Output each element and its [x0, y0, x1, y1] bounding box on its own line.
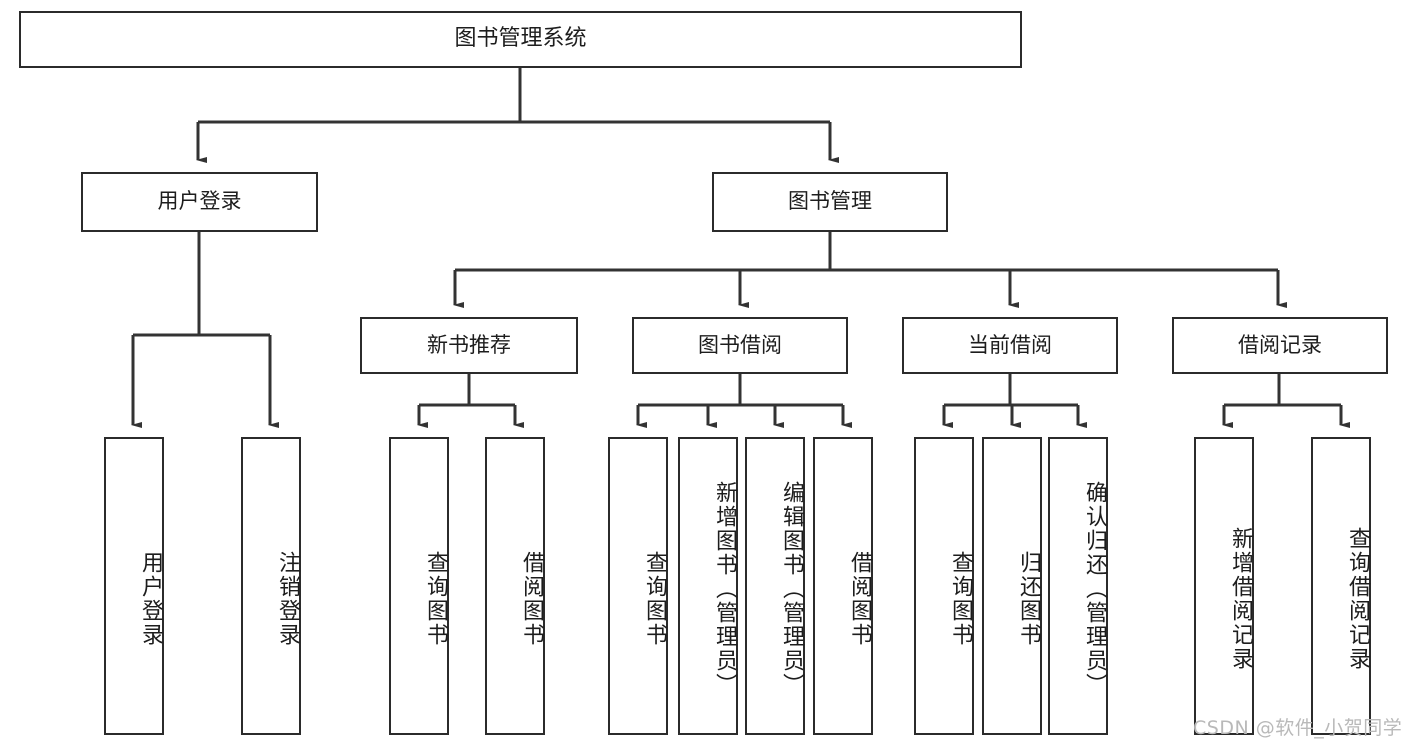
- leaf-borrow-book-recommend[interactable]: 借阅图书: [485, 437, 545, 735]
- node-label: 图书借阅: [698, 332, 782, 357]
- node-label: 确认归还（管理员）: [1082, 481, 1107, 697]
- node-label: 图书管理: [788, 189, 872, 214]
- leaf-query-book-current[interactable]: 查询图书: [914, 437, 974, 735]
- node-borrow-record[interactable]: 借阅记录: [1172, 317, 1388, 374]
- watermark: CSDN @软件_小贺同学: [1193, 717, 1403, 739]
- leaf-query-book-borrow[interactable]: 查询图书: [608, 437, 668, 735]
- node-root-system[interactable]: 图书管理系统: [19, 11, 1022, 68]
- node-label: 查询图书: [642, 551, 667, 647]
- leaf-borrow-book-borrow[interactable]: 借阅图书: [813, 437, 873, 735]
- leaf-query-book-recommend[interactable]: 查询图书: [389, 437, 449, 735]
- node-label: 新增借阅记录: [1228, 527, 1253, 671]
- leaf-edit-book-admin[interactable]: 编辑图书（管理员）: [745, 437, 805, 735]
- leaf-query-borrow-record[interactable]: 查询借阅记录: [1311, 437, 1371, 735]
- node-label: 查询图书: [948, 551, 973, 647]
- leaf-return-book[interactable]: 归还图书: [982, 437, 1042, 735]
- node-label: 新书推荐: [427, 332, 511, 357]
- leaf-add-book-admin[interactable]: 新增图书（管理员）: [678, 437, 738, 735]
- node-label: 编辑图书（管理员）: [779, 481, 804, 697]
- node-label: 查询图书: [423, 551, 448, 647]
- node-label: 图书管理系统: [454, 26, 587, 52]
- leaf-confirm-return-admin[interactable]: 确认归还（管理员）: [1048, 437, 1108, 735]
- node-book-borrow[interactable]: 图书借阅: [632, 317, 848, 374]
- node-label: 借阅记录: [1238, 332, 1322, 357]
- node-label: 查询借阅记录: [1345, 527, 1370, 671]
- node-label: 当前借阅: [968, 332, 1052, 357]
- node-label: 用户登录: [157, 189, 242, 214]
- node-label: 新增图书（管理员）: [712, 481, 737, 697]
- leaf-user-logout[interactable]: 注销登录: [241, 437, 301, 735]
- node-label: 归还图书: [1016, 551, 1041, 647]
- leaf-add-borrow-record[interactable]: 新增借阅记录: [1194, 437, 1254, 735]
- node-book-manage[interactable]: 图书管理: [712, 172, 948, 232]
- node-label: 用户登录: [138, 551, 163, 647]
- node-user-login[interactable]: 用户登录: [81, 172, 318, 232]
- leaf-user-login[interactable]: 用户登录: [104, 437, 164, 735]
- node-current-borrow[interactable]: 当前借阅: [902, 317, 1118, 374]
- node-label: 借阅图书: [847, 551, 872, 647]
- node-label: 注销登录: [275, 551, 300, 647]
- node-new-book-recommend[interactable]: 新书推荐: [360, 317, 578, 374]
- node-label: 借阅图书: [519, 551, 544, 647]
